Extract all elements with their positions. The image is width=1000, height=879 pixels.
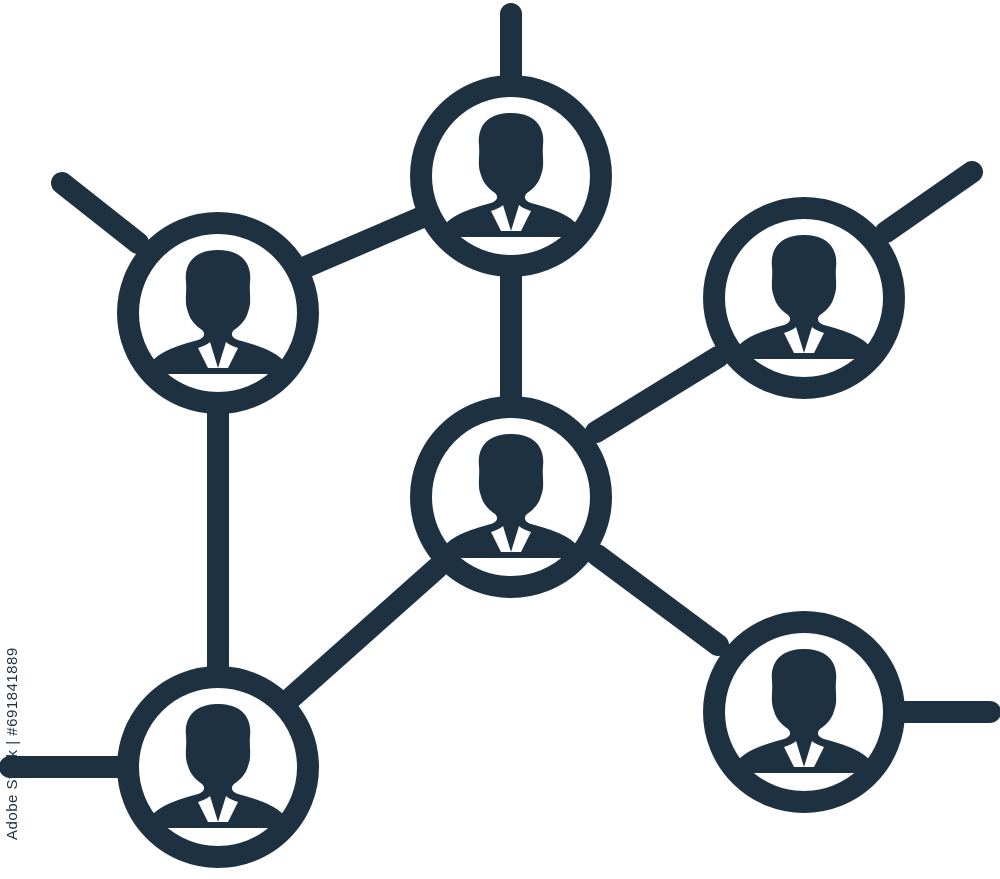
node-bottom-right <box>703 611 905 813</box>
node-top <box>410 75 612 277</box>
node-center <box>410 396 612 598</box>
network-links <box>0 3 1000 778</box>
node-bottom-left <box>117 666 319 868</box>
node-right-upper <box>703 197 905 399</box>
link-center-right <box>585 346 729 443</box>
link-center-bottomleft <box>281 557 448 708</box>
spoke-left-diag <box>51 172 149 254</box>
watermark-id: Adobe Stock | #691841889 <box>4 647 21 840</box>
network-nodes <box>117 75 905 868</box>
spoke-right-upper-diag <box>875 161 983 243</box>
link-left-top <box>297 207 431 277</box>
node-left <box>117 212 319 414</box>
link-center-bottomright <box>586 544 729 656</box>
